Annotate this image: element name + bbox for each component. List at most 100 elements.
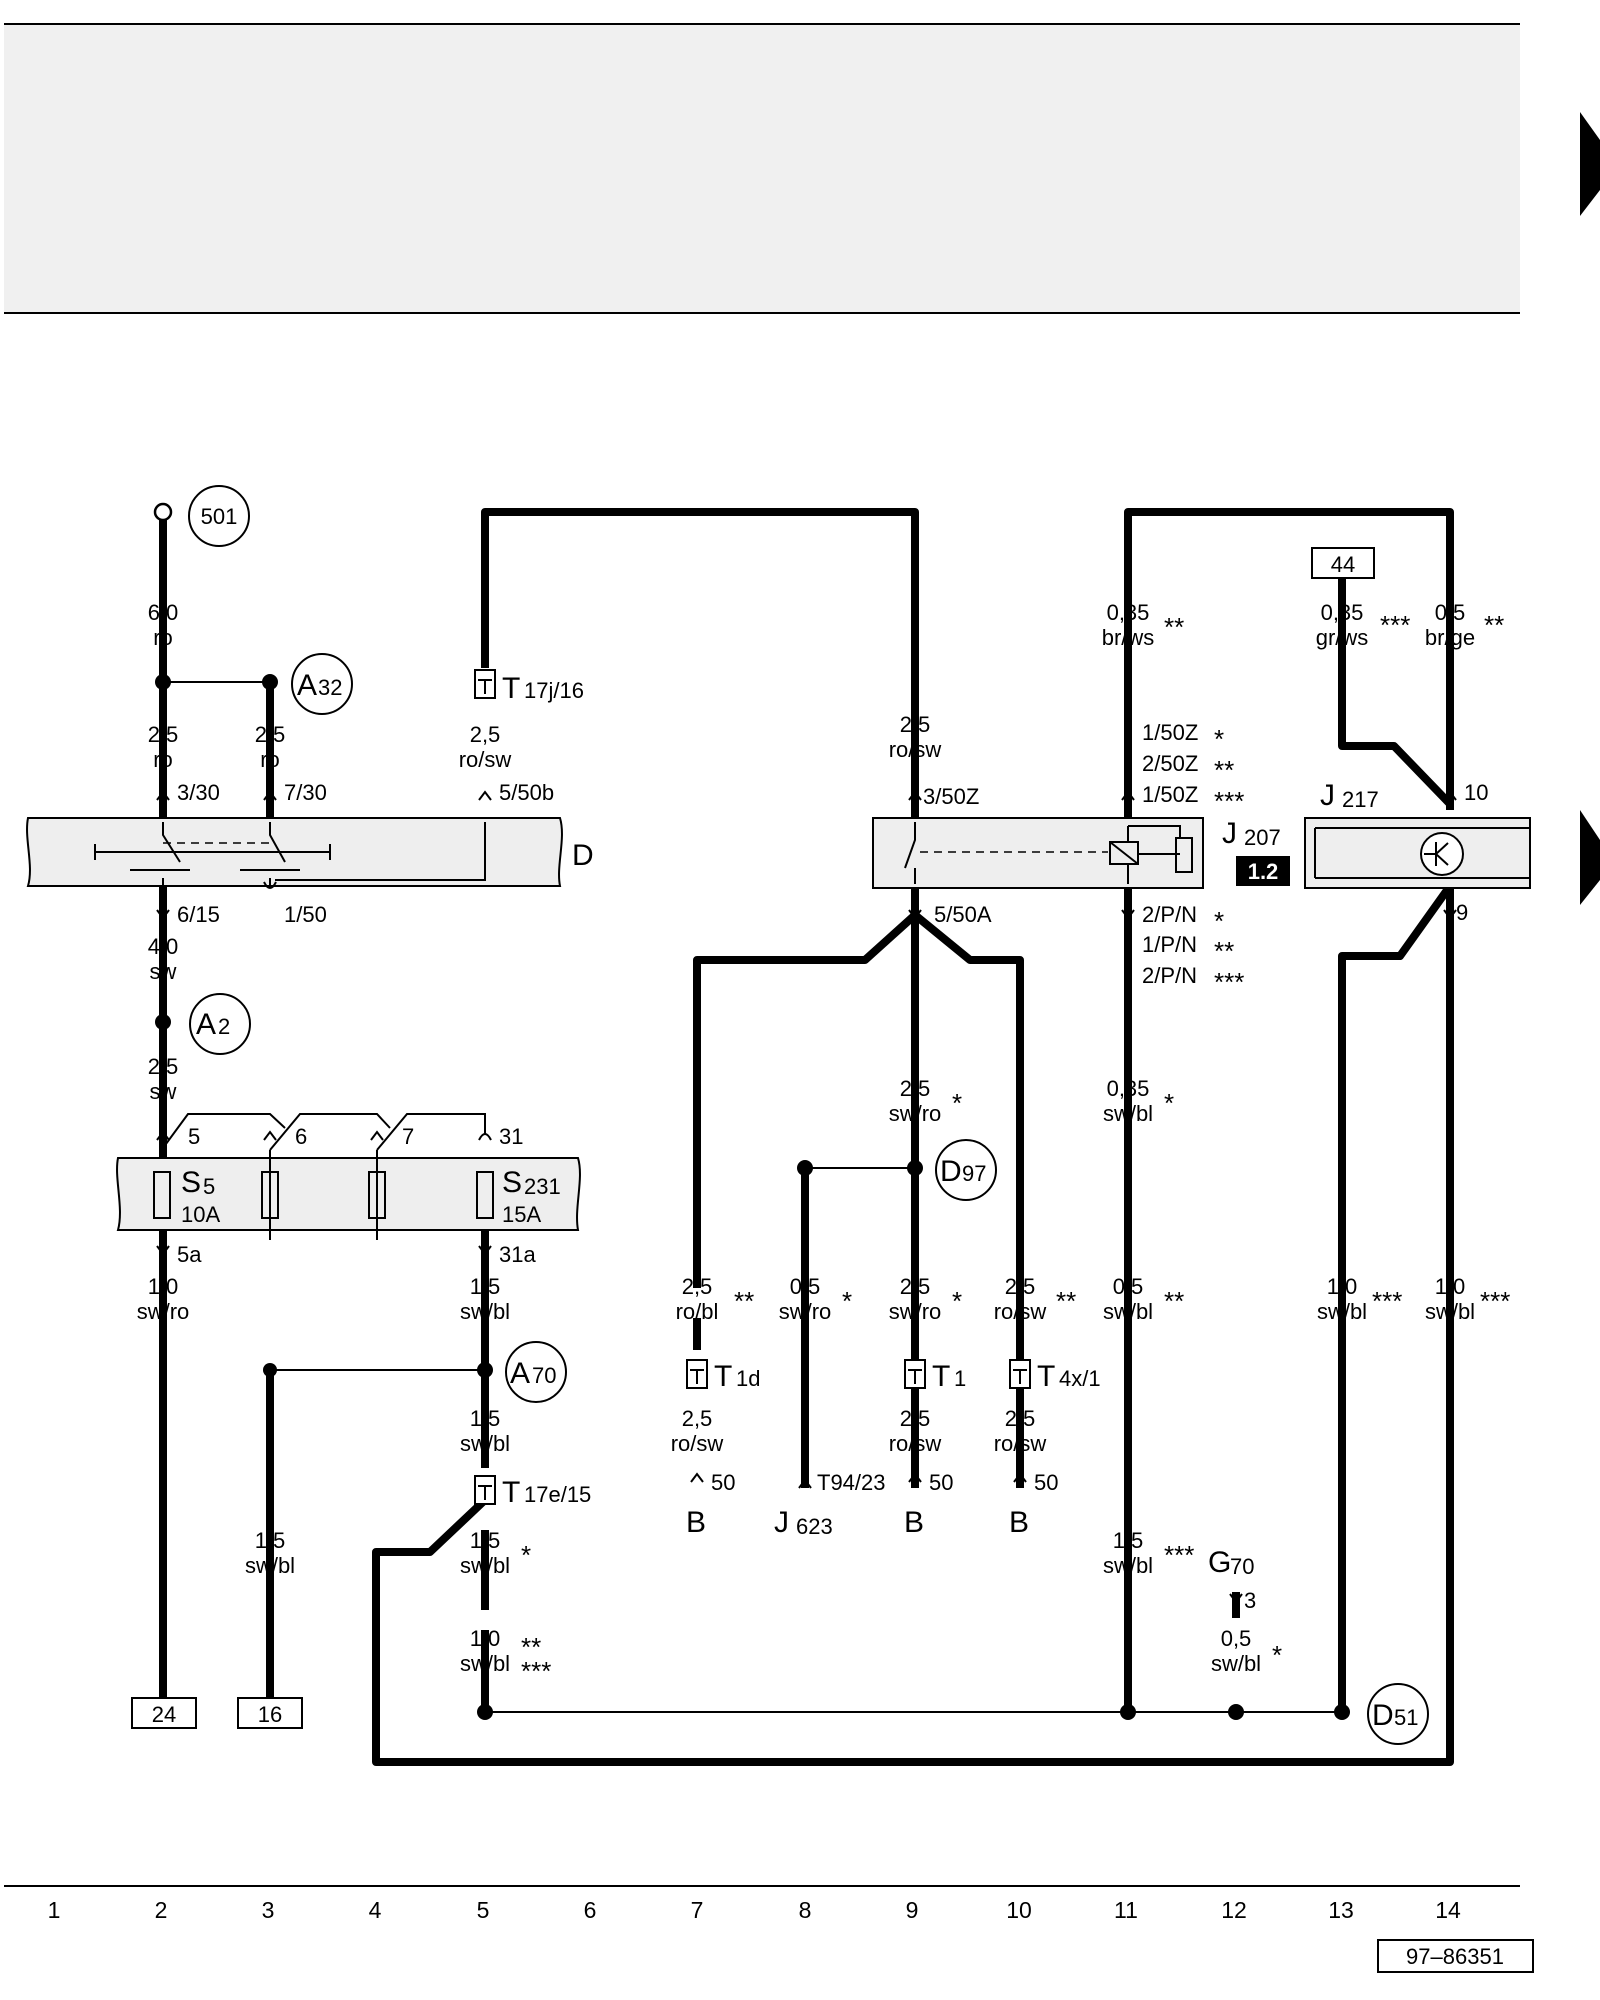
- wire-col2d-color: sw/ro: [137, 1299, 190, 1324]
- component-B-col10: B: [1009, 1506, 1029, 1539]
- star-col13b: ***: [1372, 1286, 1402, 1316]
- grid-col-13: 13: [1328, 1897, 1354, 1923]
- ground-point-A32-num: 32: [318, 675, 342, 700]
- grid-col-12: 12: [1221, 1897, 1247, 1923]
- connector-T1: T 1: [904, 1359, 966, 1393]
- wire-col14a-color: br/ge: [1425, 625, 1475, 650]
- pin-50-col9: 50: [929, 1470, 953, 1495]
- wire-col7b-size: 2,5: [682, 1406, 713, 1431]
- ground-point-A70: A 70: [263, 1341, 567, 1403]
- relay-J207-letter: J: [1222, 817, 1237, 850]
- star-col14b: ***: [1480, 1286, 1510, 1316]
- component-D-label: D: [572, 839, 594, 872]
- pin-3: 3: [1244, 1588, 1256, 1613]
- wire-col5e-size: 1,0: [470, 1626, 501, 1651]
- wire-col11a-color: br/ws: [1102, 625, 1155, 650]
- pin-3-50Z: 3/50Z: [923, 784, 979, 809]
- pin-5: 5: [188, 1124, 200, 1149]
- grid-col-4: 4: [369, 1897, 382, 1923]
- reference-box-16-text: 16: [258, 1702, 282, 1727]
- wire-col9b-color: sw/ro: [889, 1101, 942, 1126]
- wire-col9b-size: 2,5: [900, 1076, 931, 1101]
- star-PN-3: ***: [1214, 967, 1244, 997]
- reference-box-24: 24: [131, 1697, 197, 1729]
- wire-col11b-size: 0,35: [1107, 1076, 1150, 1101]
- wire-col9a-color: ro/sw: [889, 737, 942, 762]
- grid-col-3: 3: [262, 1897, 275, 1923]
- pin-3-30: 3/30: [177, 780, 220, 805]
- pin-1-50Z: 1/50Z: [1142, 720, 1198, 745]
- ground-point-D97: D 97: [797, 1139, 997, 1201]
- component-B-col7: B: [686, 1506, 706, 1539]
- pin-5-50b: 5/50b: [499, 780, 554, 805]
- wire-col7a-color: ro/bl: [676, 1299, 719, 1324]
- star-col11a: **: [1164, 612, 1184, 642]
- variant-stars: ** *** ** * ** *** * ** *** * * ** * * *…: [521, 610, 1510, 1686]
- wire-col14b-color: sw/bl: [1425, 1299, 1475, 1324]
- grid-col-8: 8: [799, 1897, 812, 1923]
- connector-T17e-pin: 17e/15: [524, 1482, 591, 1507]
- wire-col14a-size: 0,5: [1435, 600, 1466, 625]
- wire-col5a-size: 2,5: [470, 722, 501, 747]
- wire-labels: 6,0 ro 2,5 ro 2,5 ro 2,5 ro/sw 2,5 ro/sw…: [137, 600, 1475, 1676]
- wire-col3b-color: sw/bl: [245, 1553, 295, 1578]
- relay-J207-num: 207: [1244, 825, 1281, 850]
- wire-col11a-size: 0,35: [1107, 600, 1150, 625]
- wire-col10a-color: ro/sw: [994, 1299, 1047, 1324]
- unit-J217-num: 217: [1342, 787, 1379, 812]
- connector-T1-pin: 1: [954, 1366, 966, 1391]
- connector-T1d-letter: T: [714, 1360, 732, 1393]
- wire-col12a-color: sw/bl: [1211, 1651, 1261, 1676]
- fuse-S5-symbol: [153, 1171, 171, 1219]
- reference-box-44-text: 44: [1331, 552, 1355, 577]
- connector-T17j: T 17j/16: [474, 669, 584, 705]
- connector-T4x: T 4x/1: [1009, 1359, 1101, 1393]
- pin-2-P-N-b: 2/P/N: [1142, 963, 1197, 988]
- ground-point-A70-num: 70: [532, 1363, 556, 1388]
- reference-box-16: 16: [237, 1697, 303, 1729]
- reference-badge: [1236, 856, 1290, 886]
- pin-2-50Z: 2/50Z: [1142, 751, 1198, 776]
- star-col12a: *: [1272, 1640, 1282, 1670]
- wire-col8a-size: 0,5: [790, 1274, 821, 1299]
- star-col9b: *: [952, 1088, 962, 1118]
- wire-col10b-color: ro/sw: [994, 1431, 1047, 1456]
- wire-col2b-size: 4,0: [148, 934, 179, 959]
- pin-6: 6: [295, 1124, 307, 1149]
- fuse-S231-num: 231: [524, 1174, 561, 1199]
- wire-col14b-size: 1,0: [1435, 1274, 1466, 1299]
- terminal-501-label: 501: [201, 504, 238, 529]
- wire-col7b-color: ro/sw: [671, 1431, 724, 1456]
- star-col5d: *: [521, 1540, 531, 1570]
- reference-box-24-text: 24: [152, 1702, 176, 1727]
- wire-col11b-color: sw/bl: [1103, 1101, 1153, 1126]
- wire-col5b-color: sw/bl: [460, 1299, 510, 1324]
- wire-501-size: 6,0: [148, 600, 179, 625]
- pin-1-50Z-b: 1/50Z: [1142, 782, 1198, 807]
- wire-col13b-color: sw/bl: [1317, 1299, 1367, 1324]
- reference-box-44: 44: [1311, 547, 1375, 579]
- wire-col9d-size: 2,5: [900, 1406, 931, 1431]
- wire-col8a-color: sw/ro: [779, 1299, 832, 1324]
- pin-5-50A: 5/50A: [934, 902, 992, 927]
- star-col11c: **: [1164, 1286, 1184, 1316]
- grid-col-1: 1: [48, 1897, 61, 1923]
- ground-point-A2-letter: A: [196, 1008, 216, 1041]
- component-G70-num: 70: [1230, 1554, 1254, 1579]
- wire-col13a-color: gr/ws: [1316, 625, 1369, 650]
- wire-col2a-color: ro: [153, 747, 173, 772]
- grid-col-14: 14: [1435, 1897, 1461, 1923]
- pin-T94-23: T94/23: [817, 1470, 886, 1495]
- wire-col9c-size: 2,5: [900, 1274, 931, 1299]
- component-J623-letter: J: [774, 1506, 789, 1539]
- ground-point-D51: D 51: [477, 1683, 1429, 1745]
- component-B-col9: B: [904, 1506, 924, 1539]
- grid-col-10: 10: [1006, 1897, 1032, 1923]
- wire-col5a-color: ro/sw: [459, 747, 512, 772]
- fuse-S231-symbol: [476, 1171, 494, 1219]
- fuse-S5-rating: 10A: [181, 1202, 220, 1227]
- ground-point-A2: A 2: [155, 993, 251, 1055]
- connector-T17j-pin: 17j/16: [524, 678, 584, 703]
- wire-col9a-size: 2,5: [900, 712, 931, 737]
